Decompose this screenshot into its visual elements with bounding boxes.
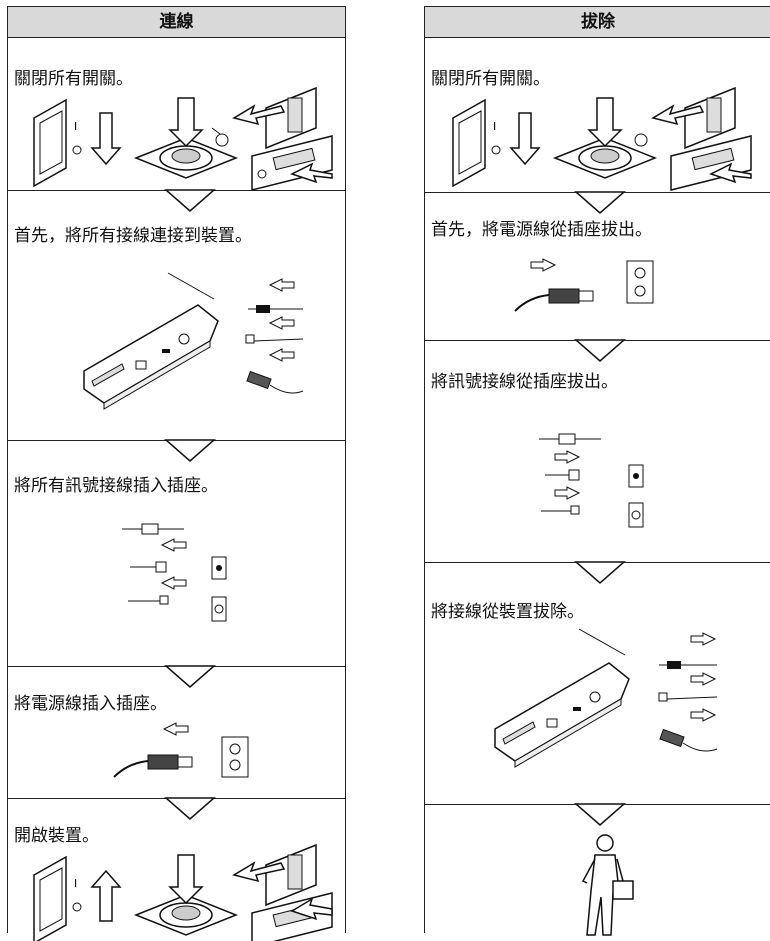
disconnect-step-1: 關閉所有開關。 I [425,42,770,192]
down-arrow-icon [164,665,216,688]
disconnect-step-3-text: 將訊號接線從插座拔出。 [431,372,618,392]
connect-column: 連線 關閉所有開關。 I [7,6,346,941]
disconnect-step-1-text: 關閉所有開關。 [431,69,550,89]
walking-person-icon [581,834,634,936]
disconnect-column: 拔除 關閉所有開關。 I 首先，將電源線從插座拔出。 [424,6,770,936]
connect-header: 連線 [8,6,345,38]
power-cord-plug-in-illustration [113,722,249,778]
down-arrow-icon [574,191,626,214]
laptop-cables-disconnect-illustration [494,628,718,768]
power-switches-on-illustration: I [33,843,333,941]
down-arrow-icon [574,339,626,362]
connect-step-2: 首先，將所有接線連接到裝置。 [8,189,345,441]
connect-step-5-text: 開啟裝置。 [14,826,99,846]
signal-cables-illustration [122,523,227,622]
down-arrow-icon [164,189,216,212]
connect-step-4-text: 將電源線插入插座。 [14,694,167,714]
laptop-cables-connect-illustration [83,272,304,410]
down-arrow-icon [574,561,626,584]
disconnect-step-2-text: 首先，將電源線從插座拔出。 [431,220,652,240]
power-switches-off-illustration: I [452,86,752,191]
power-switches-off-illustration: I [33,86,333,191]
svg-text:I: I [493,120,496,133]
connect-step-1: 關閉所有開關。 I [8,42,345,191]
connect-step-3: 將所有訊號接線插入插座。 [8,439,345,667]
svg-text:I: I [74,120,77,133]
down-arrow-icon [574,803,626,826]
disconnect-step-3: 將訊號接線從插座拔出。 [425,339,770,563]
down-arrow-icon [164,797,216,820]
down-arrow-icon [164,439,216,462]
connect-step-4: 將電源線插入插座。 [8,665,345,799]
disconnect-header: 拔除 [425,6,770,38]
disconnect-step-5 [425,803,770,940]
connect-step-1-text: 關閉所有開關。 [14,69,133,89]
disconnect-step-4-text: 將接線從裝置拔除。 [431,602,584,622]
disconnect-step-4: 將接線從裝置拔除。 [425,561,770,805]
power-cord-unplug-illustration [514,258,654,312]
connect-step-2-text: 首先，將所有接線連接到裝置。 [14,226,252,246]
signal-cables-unplug-illustration [539,433,644,528]
disconnect-step-2: 首先，將電源線從插座拔出。 [425,191,770,341]
connect-step-5: 開啟裝置。 I [8,797,345,941]
connect-step-3-text: 將所有訊號接線插入插座。 [14,476,218,496]
svg-text:I: I [74,877,77,890]
